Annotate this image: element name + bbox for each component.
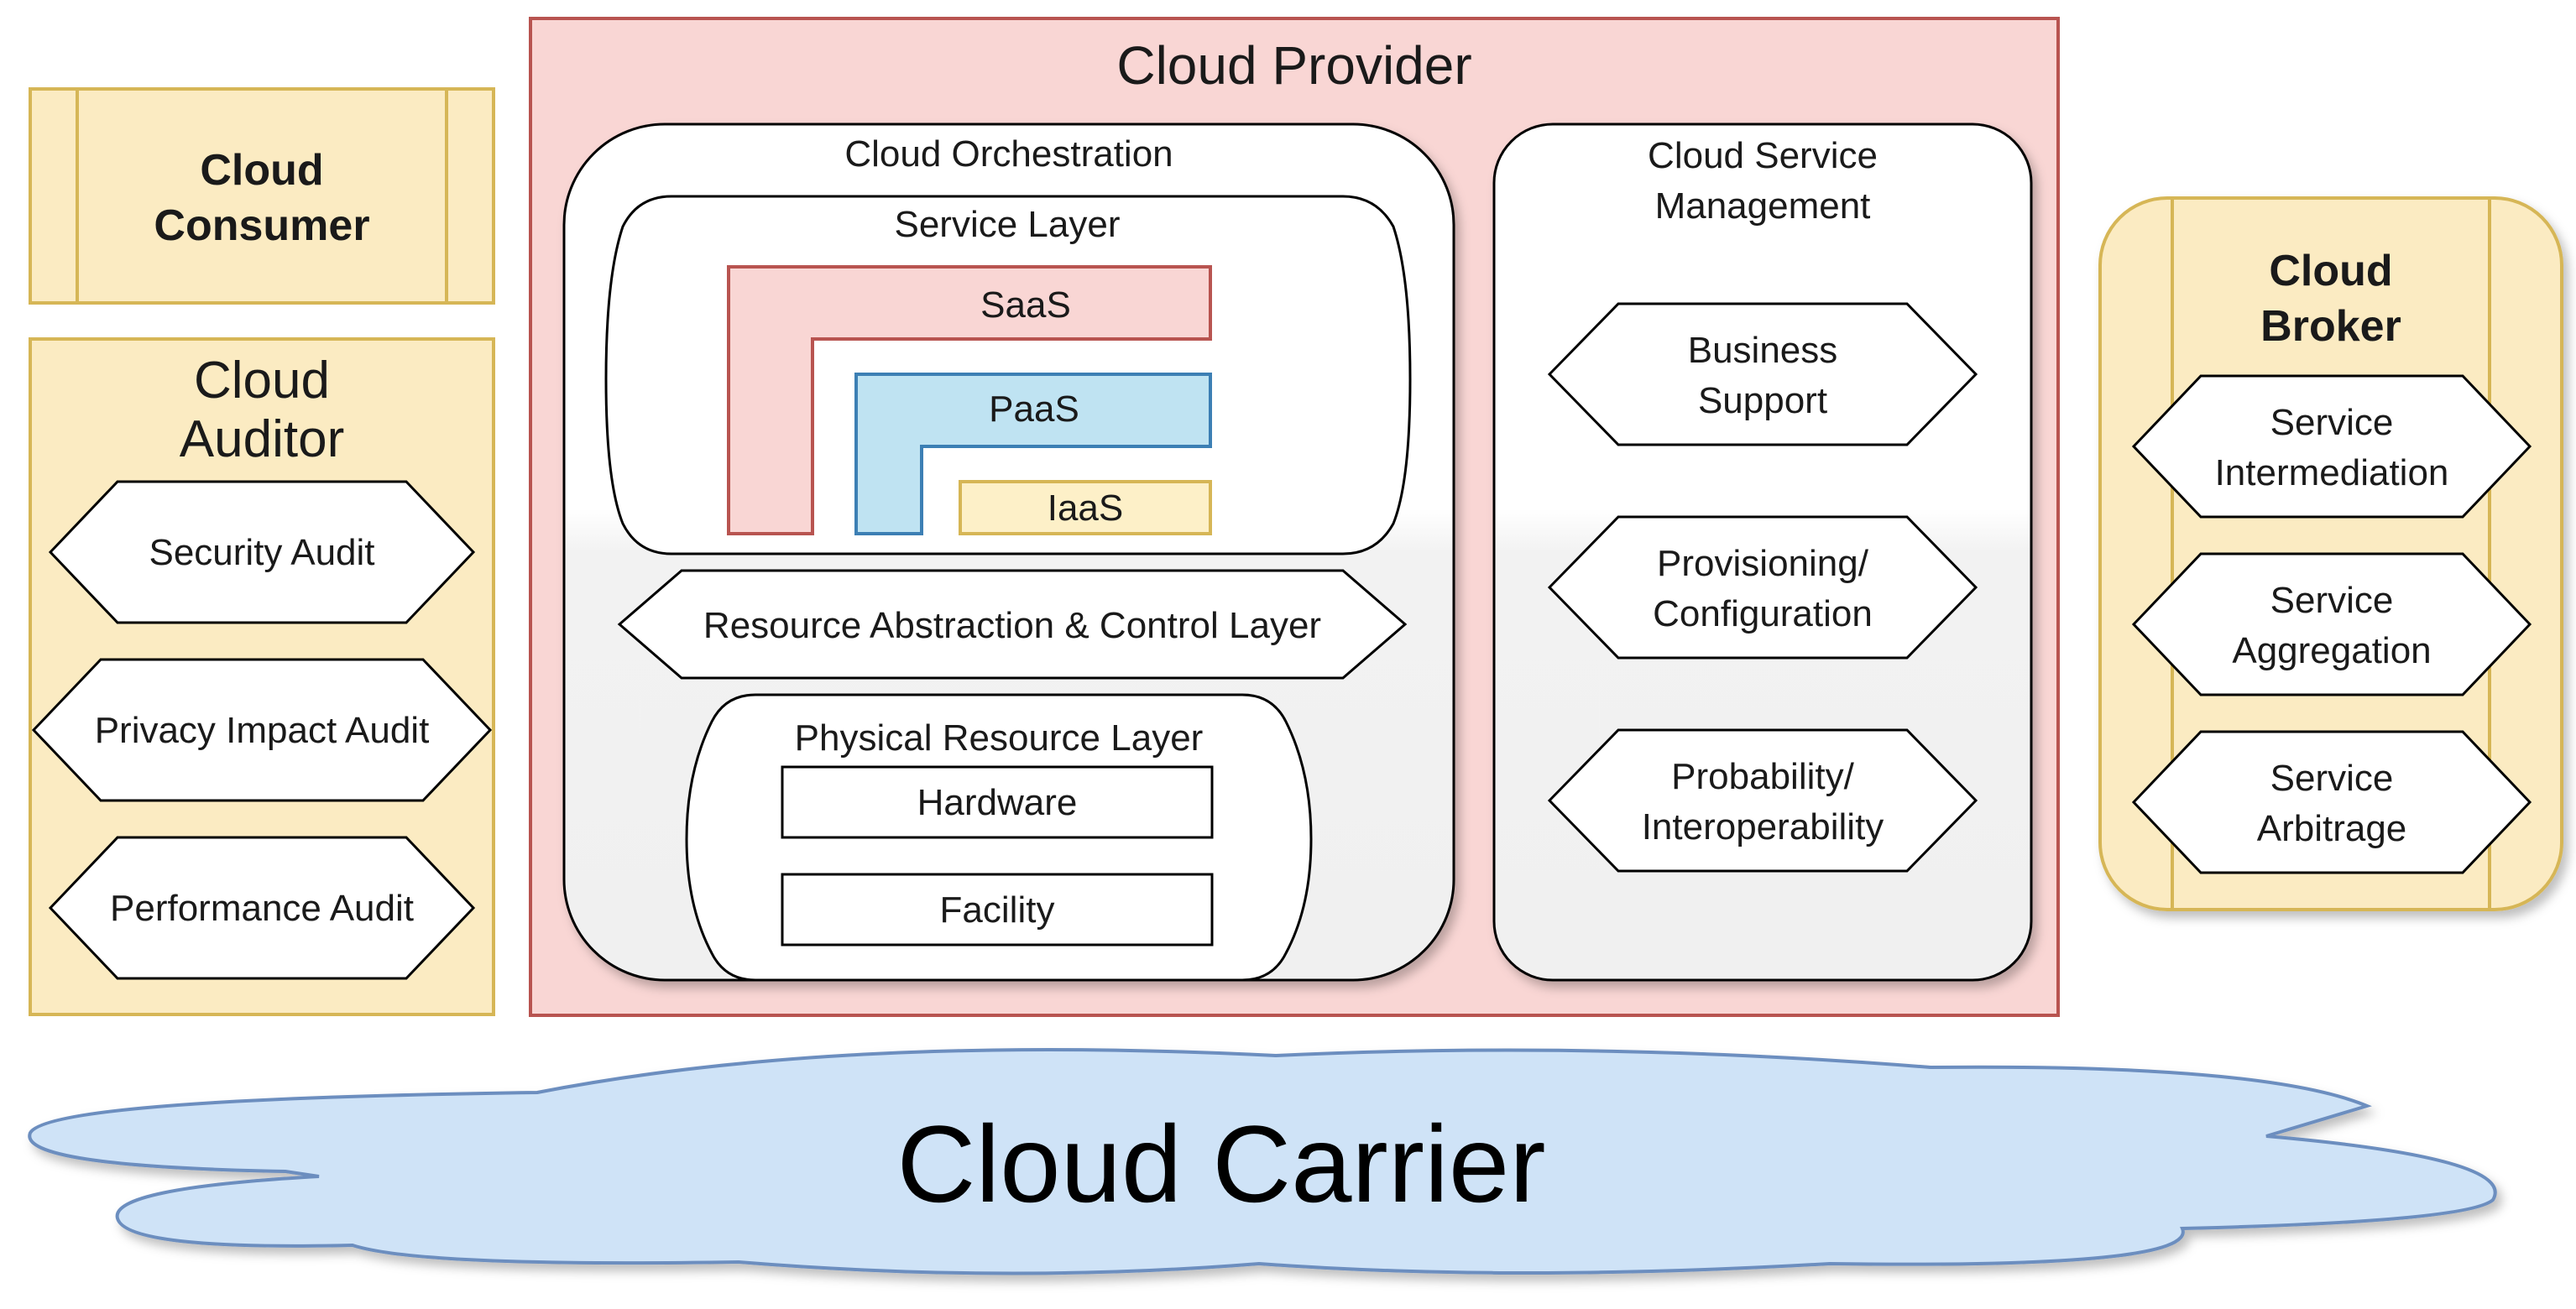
hardware-box (781, 765, 1214, 839)
cloud-carrier-cloud-shape (28, 1047, 2497, 1275)
cloud-auditor-label-1: Cloud (194, 352, 330, 409)
facility-label: Facility (940, 889, 1055, 931)
service-aggregation-label-1: Service (2270, 580, 2394, 621)
cloud-provider: Cloud Provider Cloud Orchestration Servi… (529, 17, 2060, 1017)
physical-resource-layer-title: Physical Resource Layer (795, 717, 1204, 759)
cloud-service-management-title-2: Management (1655, 185, 1871, 227)
resource-abstraction-layer-label: Resource Abstraction & Control Layer (703, 605, 1321, 646)
provisioning-configuration-hexagon (1547, 515, 1978, 660)
service-aggregation-label-2: Aggregation (2232, 630, 2431, 671)
privacy-impact-audit-hexagon (31, 658, 493, 802)
cloud-orchestration: Cloud Orchestration Service Layer SaaS P… (562, 123, 1455, 982)
cloud-broker-label-2: Broker (2260, 302, 2401, 351)
cloud-broker-label-1: Cloud (2269, 247, 2392, 295)
cloud-carrier: Cloud Carrier (28, 1047, 2497, 1275)
probability-interoperability-hexagon (1547, 728, 1978, 873)
security-audit-label: Security Audit (149, 532, 374, 573)
facility-box (781, 873, 1214, 947)
service-intermediation-hexagon (2131, 374, 2532, 519)
cloud-service-management: Cloud Service Management Business Suppor… (1492, 123, 2033, 982)
probability-interoperability-label-2: Interoperability (1642, 806, 1884, 847)
service-arbitrage-hexagon (2131, 730, 2532, 874)
service-aggregation-hexagon (2131, 552, 2532, 696)
probability-interoperability-label-1: Probability/ (1671, 756, 1854, 797)
performance-audit-label: Performance Audit (110, 888, 414, 929)
cloud-service-management-title-1: Cloud Service (1648, 135, 1878, 176)
saas-shape (727, 265, 1212, 535)
cloud-provider-title: Cloud Provider (1116, 35, 1471, 96)
cloud-consumer-label-2: Consumer (154, 201, 369, 250)
cloud-consumer: Cloud Consumer (29, 87, 495, 305)
business-support-label-1: Business (1688, 330, 1838, 371)
resource-abstraction-layer-shape (617, 569, 1408, 680)
cloud-carrier-label: Cloud Carrier (896, 1103, 1545, 1225)
cloud-consumer-box (29, 87, 495, 305)
cloud-consumer-label-1: Cloud (200, 146, 323, 195)
cloud-broker: Cloud Broker Service Intermediation Serv… (2098, 196, 2563, 911)
provisioning-configuration-label-2: Configuration (1653, 593, 1873, 634)
paas-shape (854, 373, 1212, 535)
cloud-auditor-label-2: Auditor (180, 410, 344, 468)
business-support-hexagon (1547, 302, 1978, 446)
iaas-label: IaaS (1048, 488, 1124, 529)
service-arbitrage-label-2: Arbitrage (2257, 808, 2407, 849)
paas-label: PaaS (989, 389, 1079, 430)
saas-label: SaaS (980, 284, 1071, 326)
service-arbitrage-label-1: Service (2270, 758, 2394, 799)
provisioning-configuration-label-1: Provisioning/ (1657, 543, 1869, 584)
business-support-label-2: Support (1698, 380, 1827, 421)
cloud-orchestration-title: Cloud Orchestration (844, 133, 1173, 175)
hardware-label: Hardware (917, 782, 1078, 823)
performance-audit-hexagon (48, 836, 476, 980)
cloud-auditor: Cloud Auditor Security Audit Privacy Imp… (29, 337, 495, 1016)
privacy-impact-audit-label: Privacy Impact Audit (95, 710, 430, 751)
service-intermediation-label-2: Intermediation (2215, 452, 2449, 493)
security-audit-hexagon (48, 480, 476, 624)
iaas-box (959, 480, 1212, 535)
service-layer-title: Service Layer (894, 204, 1120, 245)
service-intermediation-label-1: Service (2270, 402, 2394, 443)
